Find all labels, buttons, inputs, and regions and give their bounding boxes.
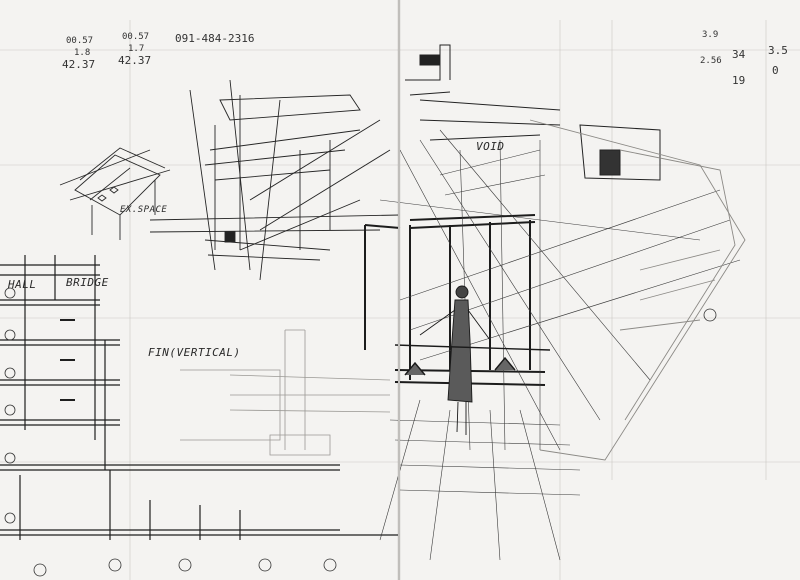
angled-plan	[529, 119, 746, 461]
section-elevation-left	[0, 255, 400, 540]
section-axis-markers	[4, 287, 717, 577]
frac-b: 19	[732, 74, 746, 87]
frac-c: 3.5	[768, 44, 788, 57]
void-label: VOID	[476, 140, 505, 153]
sketchbook-gutter	[397, 0, 401, 580]
dim-top-mid-b: 1.7	[128, 44, 145, 54]
frac-d: 0	[772, 64, 779, 77]
perspective-sketch-top	[149, 79, 401, 281]
hall-label: HALL	[8, 278, 37, 291]
dim-top-right-a: 3.9	[702, 30, 719, 40]
bridge-label: BRIDGE	[66, 276, 109, 289]
space-label: EX.SPACE	[120, 205, 168, 215]
dim-top-mid-c: 42.37	[118, 54, 152, 67]
faint-elevation-center	[180, 329, 391, 456]
frac-a: 34	[732, 48, 746, 61]
railing	[394, 344, 551, 376]
dim-top-left-a: 00.57	[66, 36, 94, 46]
dim-top-right-b: 2.56	[700, 56, 722, 66]
dim-top-left-b: 1.8	[74, 48, 91, 58]
phone-note: 091-484-2316	[175, 32, 255, 45]
dim-top-left-c: 42.37	[62, 58, 96, 71]
dim-top-mid-a: 00.57	[122, 32, 150, 42]
isometric-sketch-left	[59, 147, 171, 240]
fin-label: FIN(VERTICAL)	[148, 346, 241, 359]
detail-sketch-top-right	[405, 44, 661, 181]
figure-woman	[419, 285, 491, 435]
